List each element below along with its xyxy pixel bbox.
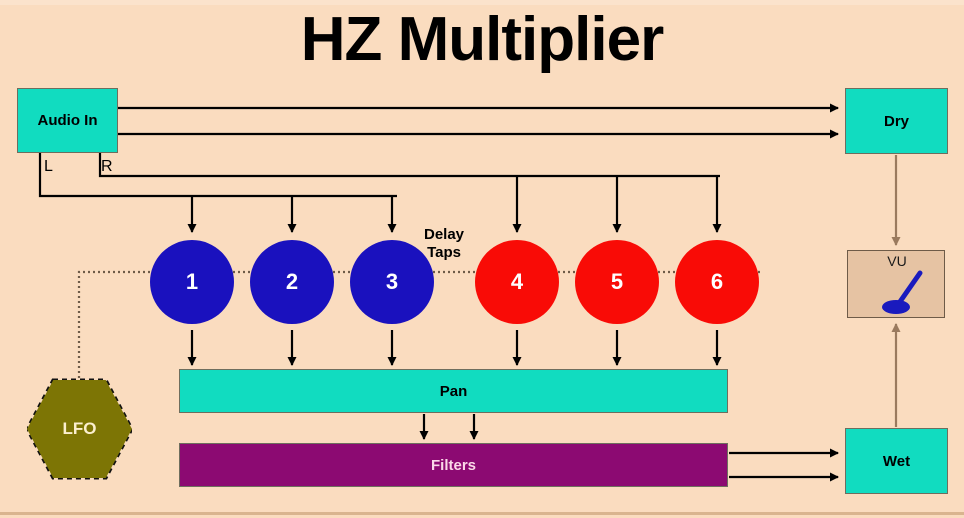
left-channel-label: L xyxy=(44,158,53,175)
pan-block[interactable]: Pan xyxy=(179,369,728,413)
dry-label: Dry xyxy=(883,112,909,130)
delay-tap-5[interactable]: 5 xyxy=(575,240,659,324)
delay-tap-number: 5 xyxy=(610,269,624,294)
vu-needle-icon xyxy=(882,270,923,314)
filters-block[interactable]: Filters xyxy=(179,443,728,487)
right-channel-label: R xyxy=(101,158,113,175)
delay-tap-number: 3 xyxy=(385,269,399,294)
audio-in-block[interactable]: Audio In xyxy=(17,88,118,153)
pan-label: Pan xyxy=(439,382,468,400)
delay-tap-3[interactable]: 3 xyxy=(350,240,434,324)
top-edge-strip xyxy=(0,0,964,5)
delay-tap-number: 2 xyxy=(285,269,299,294)
delay-tap-2[interactable]: 2 xyxy=(250,240,334,324)
delay-tap-number: 4 xyxy=(510,269,524,294)
page-title: HZ Multiplier xyxy=(300,5,664,74)
delay-taps-group-label: Delay Taps xyxy=(424,226,465,261)
delay-tap-4[interactable]: 4 xyxy=(475,240,559,324)
audio-in-label: Audio In xyxy=(37,112,98,129)
delay-tap-1[interactable]: 1 xyxy=(150,240,234,324)
wet-label: Wet xyxy=(882,452,911,470)
vu-meter-label: VU xyxy=(887,253,907,269)
wet-output-block[interactable]: Wet xyxy=(845,428,948,494)
vu-meter[interactable]: VU xyxy=(847,250,945,318)
bottom-divider xyxy=(0,512,964,515)
filters-label: Filters xyxy=(430,456,476,474)
lfo-label: LFO xyxy=(62,419,97,438)
delay-tap-number: 1 xyxy=(185,269,199,294)
dry-output-block[interactable]: Dry xyxy=(845,88,948,154)
delay-tap-number: 6 xyxy=(710,269,724,294)
bottom-edge-strip xyxy=(0,515,964,518)
delay-tap-6[interactable]: 6 xyxy=(675,240,759,324)
